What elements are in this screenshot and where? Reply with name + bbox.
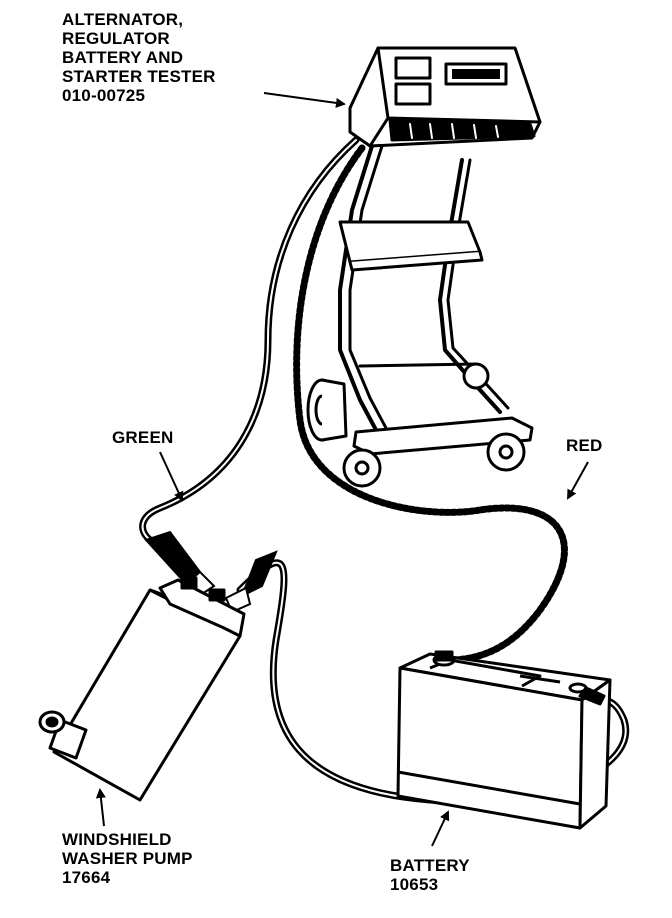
pump-leader <box>95 788 106 827</box>
battery-terminal-positive <box>432 650 456 667</box>
battery-label-line-2: 10653 <box>390 875 439 894</box>
tester-label-line-3: BATTERY AND <box>62 48 184 67</box>
battery-side <box>578 678 612 830</box>
green-leader <box>159 451 184 502</box>
pump-label-line-2: WASHER PUMP <box>62 849 193 868</box>
battery-leader <box>431 810 450 847</box>
pump-top-cap <box>158 578 246 638</box>
green-clamp <box>144 530 202 586</box>
leader-lines <box>95 92 589 847</box>
green-cable <box>139 136 360 596</box>
cart-wheel-back <box>462 362 490 390</box>
red-cable <box>293 144 568 664</box>
tester-label-line-5: 010-00725 <box>62 86 146 105</box>
battery-label: BATTERY 10653 <box>390 856 470 894</box>
tester-label-line-1: ALTERNATOR, <box>62 10 184 29</box>
tester-label-line-2: REGULATOR <box>62 29 170 48</box>
cart-left-rail <box>338 144 378 432</box>
tester-meter-2 <box>394 82 432 106</box>
tester-meter-1 <box>394 56 432 80</box>
cart-wheel-right <box>486 432 526 472</box>
battery-terminal-negative <box>568 682 606 706</box>
cart-base <box>352 416 534 456</box>
pump-label: WINDSHIELD WASHER PUMP 17664 <box>62 830 193 887</box>
green-label: GREEN <box>112 428 174 447</box>
pump-label-line-3: 17664 <box>62 868 111 887</box>
red-label: RED <box>566 436 603 455</box>
cart-wheel-front <box>342 448 382 488</box>
cart-right-rail <box>438 158 502 414</box>
battery-label-line-1: BATTERY <box>390 856 470 875</box>
battery <box>396 650 612 830</box>
washer-pump <box>38 576 246 802</box>
tester-cart <box>306 46 542 488</box>
cart-wheel-left <box>306 378 348 442</box>
pump-outlet <box>38 710 88 760</box>
tester-label: ALTERNATOR, REGULATOR BATTERY AND STARTE… <box>62 10 216 105</box>
red-leader <box>567 461 589 500</box>
tester-leader <box>263 92 346 108</box>
tester-label-line-4: STARTER TESTER <box>62 67 216 86</box>
pump-label-line-1: WINDSHIELD <box>62 830 172 849</box>
